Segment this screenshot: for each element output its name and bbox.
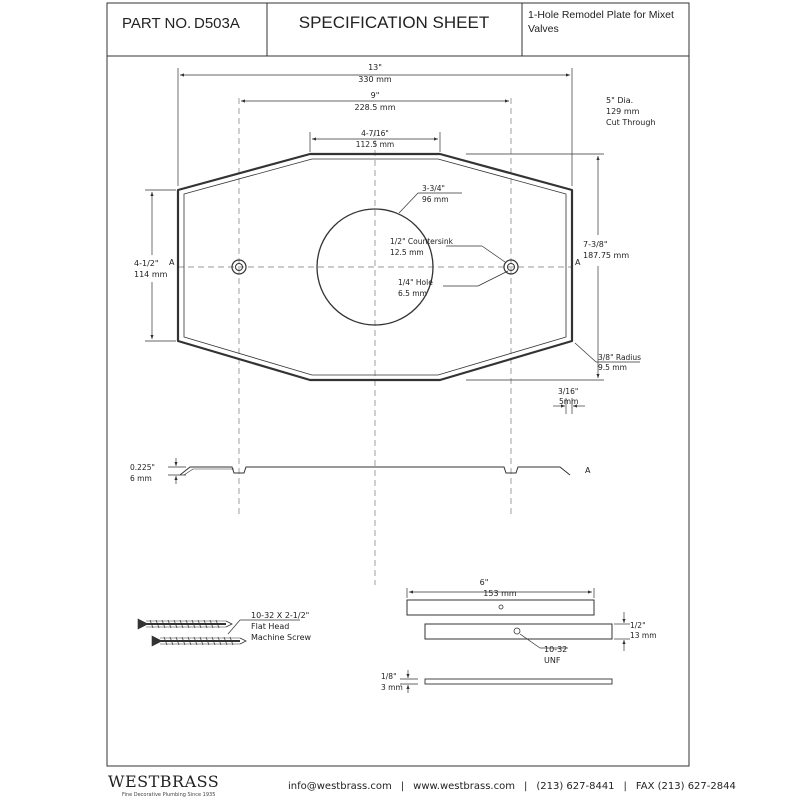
separator: | — [400, 781, 405, 792]
countersink-leader-diag — [481, 245, 506, 263]
cut-through-line-3: Cut Through — [606, 118, 656, 127]
circle-dia-mm: 96 mm — [422, 195, 449, 204]
brand-tagline: Fine Decorative Plumbing Since 1935 — [122, 792, 216, 798]
bar-length-mm: 153 mm — [483, 589, 517, 598]
dim-profile-thickness — [168, 458, 186, 484]
dim-overall-height — [466, 153, 604, 381]
bar-height-mm: 13 mm — [630, 631, 657, 640]
title-block: PART NO. D503A SPECIFICATION SHEET 1-Hol… — [107, 3, 689, 57]
screw-spec-line-3: Machine Screw — [251, 633, 312, 642]
center-lines — [178, 98, 572, 585]
hole-leader-diag — [477, 270, 509, 287]
screw-icon — [137, 618, 233, 630]
contact-info: info@westbrass.com | www.westbrass.com | (21… — [288, 781, 736, 792]
hole-in: 1/4" Hole — [398, 278, 433, 287]
radius-leader — [574, 342, 597, 363]
overall-height-mm: 187.75 mm — [583, 251, 629, 260]
dim-bar-length — [406, 588, 595, 598]
bar-edge-view — [424, 678, 613, 685]
fax-number: FAX (213) 627-2844 — [635, 781, 736, 792]
mounting-hole-left — [231, 259, 247, 275]
profile-thickness-mm: 6 mm — [130, 474, 152, 483]
cut-through-line-1: 5" Dia. — [606, 96, 633, 105]
screw-spec-line-1: 10-32 X 2-1/2" — [251, 611, 309, 620]
sheet-frame — [106, 2, 690, 767]
top-edge-mm: 112.5 mm — [356, 140, 394, 149]
profile-section-label: A — [585, 466, 591, 475]
countersink-mm: 12.5 mm — [390, 248, 424, 257]
thread-line-1: 10-32 — [544, 645, 567, 654]
dim-side-height — [145, 189, 176, 342]
overall-width-mm: 330 mm — [358, 75, 392, 84]
part-number: D503A — [194, 15, 240, 32]
separator: | — [523, 781, 528, 792]
lip-in: 3/16" — [558, 387, 578, 396]
part-label: PART NO. — [122, 15, 191, 32]
bar-top-hole — [498, 604, 504, 610]
hole-mm: 6.5 mm — [398, 289, 427, 298]
radius-in: 3/8" Radius — [598, 353, 641, 362]
brand-logo: WESTBRASS — [108, 772, 220, 791]
hole-span-in: 9" — [371, 91, 380, 100]
radius-mm: 9.5 mm — [598, 363, 627, 372]
mounting-hole-right — [503, 259, 519, 275]
description-line-1: 1-Hole Remodel Plate for Mixet — [528, 9, 674, 21]
bar-side-view — [424, 623, 613, 640]
bar-thickness-mm: 3 mm — [381, 683, 403, 692]
footer: WESTBRASS Fine Decorative Plumbing Since… — [0, 768, 800, 800]
plate-profile — [179, 466, 571, 476]
overall-height-in: 7-3/8" — [583, 240, 608, 249]
plate-outline — [176, 152, 574, 382]
side-height-in: 4-1/2" — [134, 259, 159, 268]
cut-through-circle — [316, 208, 434, 326]
screw-leader — [227, 619, 241, 635]
circle-leader — [398, 192, 419, 214]
circle-dia-in: 3-3/4" — [422, 184, 445, 193]
thread-line-2: UNF — [544, 656, 561, 665]
cut-through-line-2: 129 mm — [606, 107, 640, 116]
bar-height-in: 1/2" — [630, 621, 646, 630]
screw-icon-2 — [151, 635, 247, 647]
lip-mm: 5mm — [559, 397, 578, 406]
thread-leader — [519, 633, 541, 649]
dim-overall-width — [177, 68, 573, 186]
website-link[interactable]: www.westbrass.com — [413, 781, 515, 792]
email-link[interactable]: info@westbrass.com — [288, 781, 392, 792]
bar-top-view — [406, 599, 595, 616]
top-edge-in: 4-7/16" — [361, 129, 389, 138]
profile-thickness-in: 0.225" — [130, 463, 155, 472]
section-label-left: A — [169, 258, 175, 267]
hole-span-mm: 228.5 mm — [354, 103, 395, 112]
bar-thread-hole — [513, 627, 521, 635]
dim-bar-height — [614, 612, 630, 651]
screw-spec-line-2: Flat Head — [251, 622, 289, 631]
dim-bar-thickness — [400, 670, 418, 693]
bar-length-in: 6" — [480, 578, 489, 587]
separator: | — [623, 781, 627, 792]
bar-thickness-in: 1/8" — [381, 672, 397, 681]
phone-number: (213) 627-8441 — [536, 781, 615, 792]
dim-lip — [553, 398, 585, 414]
description-line-2: Valves — [528, 23, 559, 35]
section-label-right: A — [575, 258, 581, 267]
dim-top-edge — [309, 132, 441, 152]
countersink-in: 1/2" Countersink — [390, 237, 454, 246]
sheet-title: SPECIFICATION SHEET — [299, 13, 490, 32]
side-height-mm: 114 mm — [134, 270, 168, 279]
overall-width-in: 13" — [368, 63, 382, 72]
